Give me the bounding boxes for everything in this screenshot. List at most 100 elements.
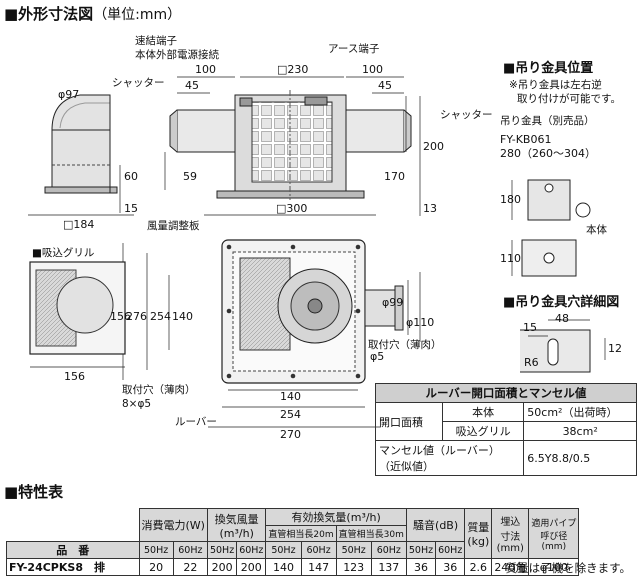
munsell-label-line1: マンセル値（ルーバー） bbox=[379, 444, 500, 457]
louver-body-value: 50cm²（出荷時） bbox=[523, 402, 637, 422]
dim-230: □230 bbox=[277, 63, 308, 76]
louver-body-label: 本体 bbox=[441, 402, 525, 422]
spec-value-duct20-50: 140 bbox=[265, 558, 302, 576]
dim-140-v: 140 bbox=[172, 310, 193, 323]
bracket-dim-110: 110 bbox=[500, 252, 521, 265]
spec-model-cell: FY-24CPKS8 排 bbox=[6, 558, 140, 576]
spec-h-duct30: 直管相当長30m bbox=[335, 525, 407, 542]
outline-drawing: 速結端子 本体外部電源接続 アース端子 シャッター シャッター 風量調整板 ■吸… bbox=[28, 34, 622, 441]
dim-100-left: 100 bbox=[195, 63, 216, 76]
spec-h-embed-2: 寸法 bbox=[500, 532, 521, 543]
louver-area-label: 開口面積 bbox=[375, 402, 443, 441]
dim-45-right: 45 bbox=[378, 79, 392, 92]
spec-h-embed: 埋込寸法(mm) bbox=[491, 508, 530, 559]
bracket-note1: ※吊り金具は左右逆 bbox=[509, 78, 602, 91]
dim-phi110: φ110 bbox=[406, 316, 434, 329]
dim-60: 60 bbox=[124, 170, 138, 183]
spec-h-airflow: 換気風量(m³/h) bbox=[206, 508, 267, 542]
label-shutter-left: シャッター bbox=[112, 77, 165, 89]
spec-title: ■特性表 bbox=[4, 483, 64, 501]
spec-h-pipe-1: 適用パイプ bbox=[531, 518, 577, 529]
side-view bbox=[44, 94, 118, 194]
bracket-range: 280（260〜304） bbox=[500, 147, 596, 160]
dim-184: □184 bbox=[63, 218, 94, 231]
spec-value-pipe: φ100 bbox=[528, 558, 580, 576]
spec-h-power: 消費電力(W) bbox=[138, 508, 208, 542]
dim-254-h: 254 bbox=[280, 408, 301, 421]
spec-value-noise-50: 36 bbox=[405, 558, 437, 576]
bracket-model: FY-KB061 bbox=[500, 133, 551, 146]
front-view bbox=[169, 90, 412, 200]
spec-type: 排 bbox=[93, 561, 105, 574]
spec-note: 質量は子機を除きます。 bbox=[505, 561, 631, 575]
dim-45-left: 45 bbox=[185, 79, 199, 92]
louver-grille-value: 38cm² bbox=[523, 421, 637, 441]
spec-hz50-duct20: 50Hz bbox=[265, 541, 302, 559]
spec-hz60-airflow: 60Hz bbox=[236, 541, 267, 559]
label-mounting-hole-left: 取付穴（薄肉） bbox=[122, 383, 196, 396]
detail-r6: R6 bbox=[524, 356, 539, 369]
spec-hz50-duct30: 50Hz bbox=[335, 541, 372, 559]
louver-grille-label: 吸込グリル bbox=[441, 421, 525, 441]
spec-value-power-50: 20 bbox=[138, 558, 174, 576]
label-intake: ■吸込グリル bbox=[32, 246, 94, 259]
louver-table: ルーバー開口面積とマンセル値 開口面積 本体 50cm²（出荷時） 吸込グリル … bbox=[374, 383, 637, 476]
dim-100-right: 100 bbox=[362, 63, 383, 76]
spec-h-noise: 騒音(dB) bbox=[405, 508, 466, 542]
spec-value-airflow-60: 200 bbox=[236, 558, 267, 576]
spec-h-embed-1: 埋込 bbox=[500, 517, 521, 528]
spec-hz50-noise: 50Hz bbox=[405, 541, 437, 559]
detail-dim-12: 12 bbox=[608, 342, 622, 355]
spec-h-airflow-unit: (m³/h) bbox=[219, 526, 254, 540]
spec-value-duct30-50: 123 bbox=[335, 558, 372, 576]
spec-h-mass: 質量(kg) bbox=[464, 508, 493, 559]
outline-drawing-title: ■外形寸法図（単位:mm） bbox=[4, 3, 181, 24]
detail-dim-48: 48 bbox=[555, 312, 569, 325]
spec-value-airflow-50: 200 bbox=[206, 558, 238, 576]
detail-title: ■吊り金具穴詳細図 bbox=[503, 294, 619, 310]
spec-h-eff: 有効換気量(m³/h) bbox=[265, 508, 407, 526]
label-renketsu: 速結端子 bbox=[135, 34, 177, 47]
intake-grille-view bbox=[29, 261, 126, 368]
spec-table: 消費電力(W) 換気風量(m³/h) 有効換気量(m³/h) 騒音(dB) 質量… bbox=[6, 508, 580, 576]
label-hole-spec: 8×φ5 bbox=[122, 398, 151, 410]
spec-hz60-duct30: 60Hz bbox=[370, 541, 407, 559]
drawing-dimensions: 100 □230 100 45 45 φ97 60 59 15 □184 170… bbox=[58, 63, 444, 441]
spec-value-power-60: 22 bbox=[172, 558, 208, 576]
bottom-view bbox=[221, 239, 404, 384]
louver-table-header: ルーバー開口面積とマンセル値 bbox=[375, 383, 637, 403]
spec-hz60-duct20: 60Hz bbox=[300, 541, 337, 559]
bracket-part: 吊り金具（別売品） bbox=[500, 114, 595, 127]
bracket-note2: 取り付けが可能です。 bbox=[517, 92, 621, 105]
spec-value-mass: 2.6 bbox=[464, 558, 493, 576]
front-dimension-lines bbox=[28, 76, 421, 216]
bracket-texts: ■吊り金具位置 ※吊り金具は左右逆 取り付けが可能です。 吊り金具（別売品） F… bbox=[500, 60, 622, 369]
spec-h-airflow-text: 換気風量 bbox=[214, 512, 259, 526]
munsell-label: マンセル値（ルーバー） （近似値） bbox=[374, 440, 525, 476]
dim-13: 13 bbox=[423, 202, 437, 215]
spec-value-duct30-60: 137 bbox=[370, 558, 407, 576]
spec-h-embed-unit: (mm) bbox=[496, 543, 524, 554]
label-mounting-hole-right: 取付穴（薄肉） bbox=[368, 338, 442, 351]
dim-300: □300 bbox=[276, 202, 307, 215]
spec-h-pipe: 適用パイプ呼び径(mm) bbox=[528, 508, 580, 559]
spec-model: FY-24CPKS8 bbox=[9, 561, 83, 574]
bracket-drawing bbox=[511, 179, 591, 277]
dim-200: 200 bbox=[423, 140, 444, 153]
spec-blank-header bbox=[7, 509, 140, 542]
spec-hz50-airflow: 50Hz bbox=[206, 541, 238, 559]
spec-hz50-power: 50Hz bbox=[138, 541, 174, 559]
spec-h-mass-unit: (kg) bbox=[467, 535, 490, 548]
spec-h-model: 品 番 bbox=[6, 541, 140, 559]
dim-15: 15 bbox=[124, 202, 138, 215]
dim-270: 270 bbox=[280, 428, 301, 441]
dim-phi99: φ99 bbox=[382, 296, 403, 309]
spec-hz60-power: 60Hz bbox=[172, 541, 208, 559]
bracket-title: ■吊り金具位置 bbox=[503, 60, 593, 76]
spec-h-pipe-2: 呼び径 bbox=[540, 531, 568, 542]
label-power: 本体外部電源接続 bbox=[135, 48, 219, 61]
dim-156-grille: 156 bbox=[110, 310, 131, 323]
label-earth: アース端子 bbox=[328, 42, 379, 55]
spec-hz60-noise: 60Hz bbox=[435, 541, 466, 559]
